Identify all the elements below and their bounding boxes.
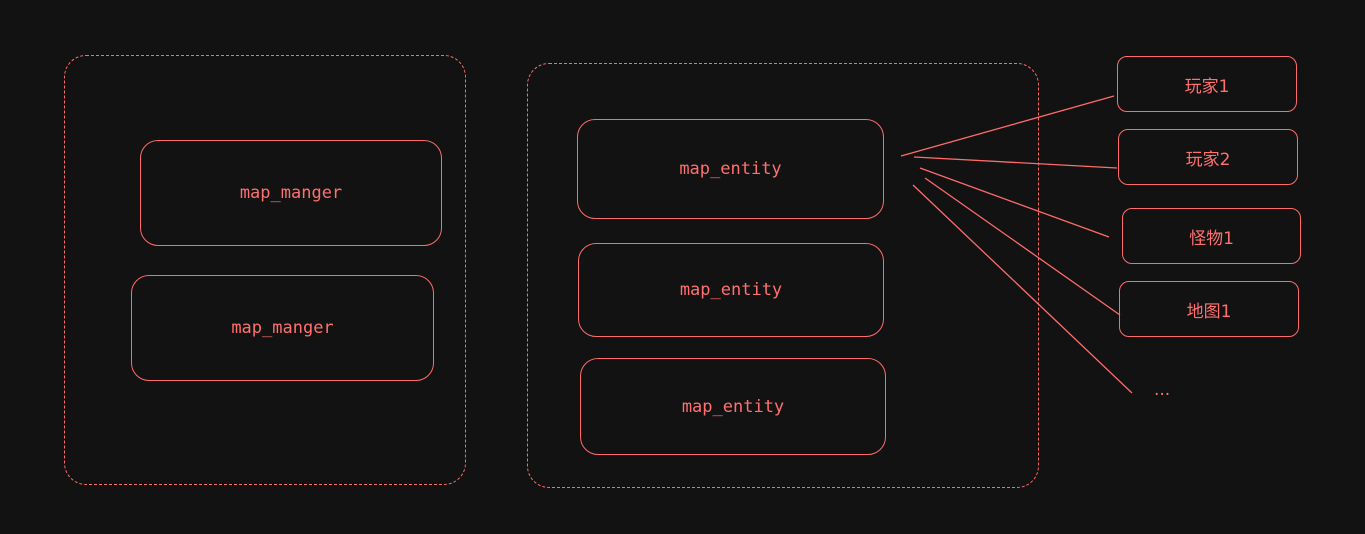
map-entity-node[interactable]: map_entity	[577, 119, 884, 219]
connector-line-map1	[924, 177, 1121, 316]
connector-line-player1	[900, 95, 1115, 157]
map-entity-node[interactable]: map_entity	[578, 243, 884, 337]
player2-node[interactable]: 玩家2	[1118, 129, 1298, 185]
map-manager-group	[64, 55, 466, 485]
connector-line-more	[912, 184, 1133, 394]
map-manager-node[interactable]: map_manger	[140, 140, 442, 246]
monster1-node[interactable]: 怪物1	[1122, 208, 1301, 264]
more-items-ellipsis: ...	[1154, 380, 1171, 400]
map-manager-node[interactable]: map_manger	[131, 275, 434, 381]
player1-node[interactable]: 玩家1	[1117, 56, 1297, 112]
map-entity-group	[527, 63, 1039, 488]
connector-line-monster1	[919, 167, 1110, 238]
connector-line-player2	[913, 156, 1118, 169]
map-entity-node[interactable]: map_entity	[580, 358, 886, 455]
map1-node[interactable]: 地图1	[1119, 281, 1299, 337]
